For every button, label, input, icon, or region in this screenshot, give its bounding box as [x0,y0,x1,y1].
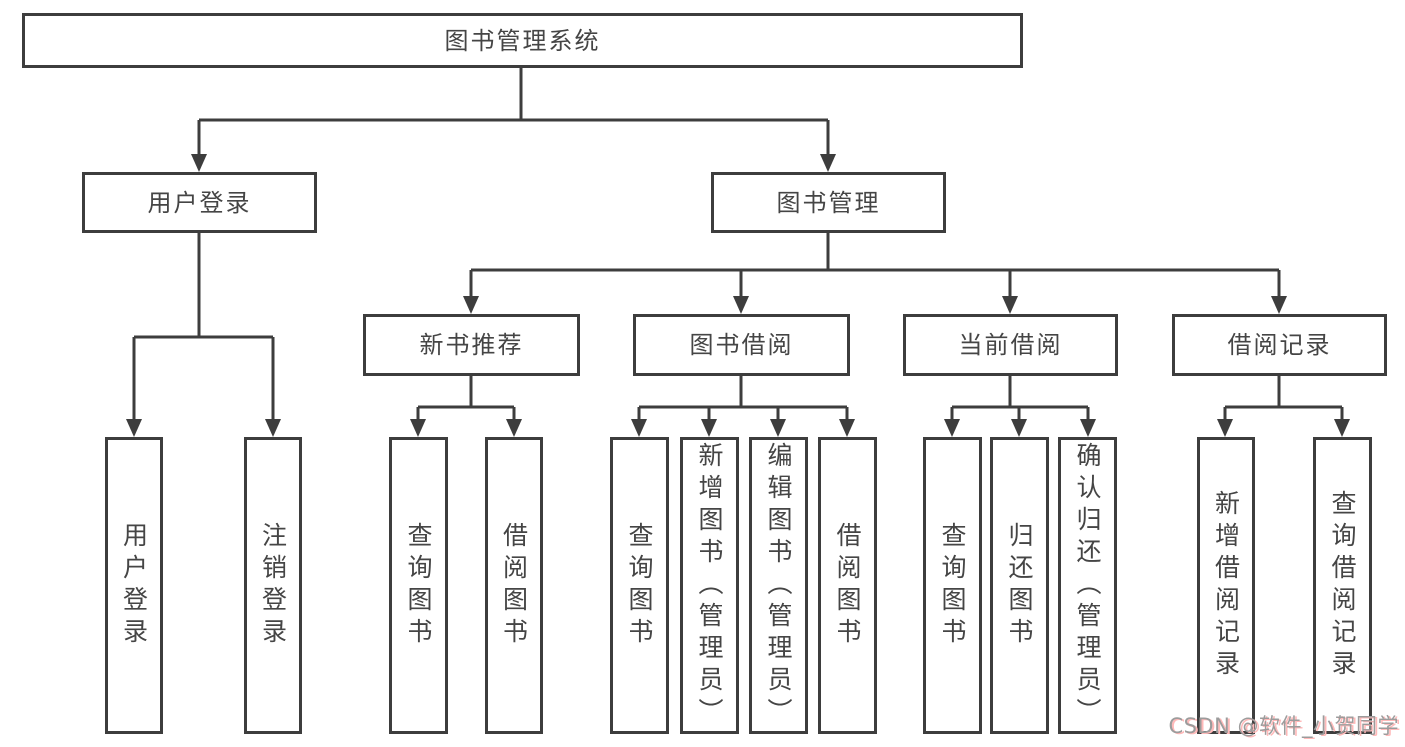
node-query-books-recommend: 查询图书 [389,437,448,734]
node-current-borrowing: 当前借阅 [903,314,1118,376]
csdn-watermark: CSDN @软件_小贺同学 [1168,714,1399,738]
node-library-system: 图书管理系统 [22,13,1023,68]
node-borrow-books-leaf: 借阅图书 [818,437,877,734]
connector-bookborrow-to-children [637,376,849,423]
node-user-login: 用户登录 [82,172,317,233]
connector-root-to-level2 [197,68,830,158]
node-borrow-books-recommend: 借阅图书 [485,437,543,734]
node-borrow-records: 借阅记录 [1172,314,1387,376]
connector-newbookrec-to-children [416,376,516,423]
node-query-books-borrowing: 查询图书 [610,437,669,734]
node-query-borrow-record: 查询借阅记录 [1313,437,1372,734]
node-edit-book-admin: 编辑图书（管理员） [749,437,808,734]
node-add-book-admin: 新增图书（管理员） [680,437,739,734]
connector-borrowrecords-to-children [1223,376,1344,423]
connector-userlogin-to-children [132,233,275,423]
node-add-borrow-record: 新增借阅记录 [1197,437,1255,734]
node-book-borrowing: 图书借阅 [633,314,850,376]
node-book-management: 图书管理 [711,172,946,233]
node-new-book-recommend: 新书推荐 [363,314,580,376]
connector-bookmgmt-to-level3 [469,233,1281,300]
node-confirm-return-admin: 确认归还（管理员） [1058,437,1117,734]
node-return-books: 归还图书 [990,437,1049,734]
node-query-books-current: 查询图书 [923,437,982,734]
connector-currentborrow-to-children [950,376,1090,423]
node-user-login-leaf: 用户登录 [105,437,163,734]
node-logout: 注销登录 [244,437,302,734]
